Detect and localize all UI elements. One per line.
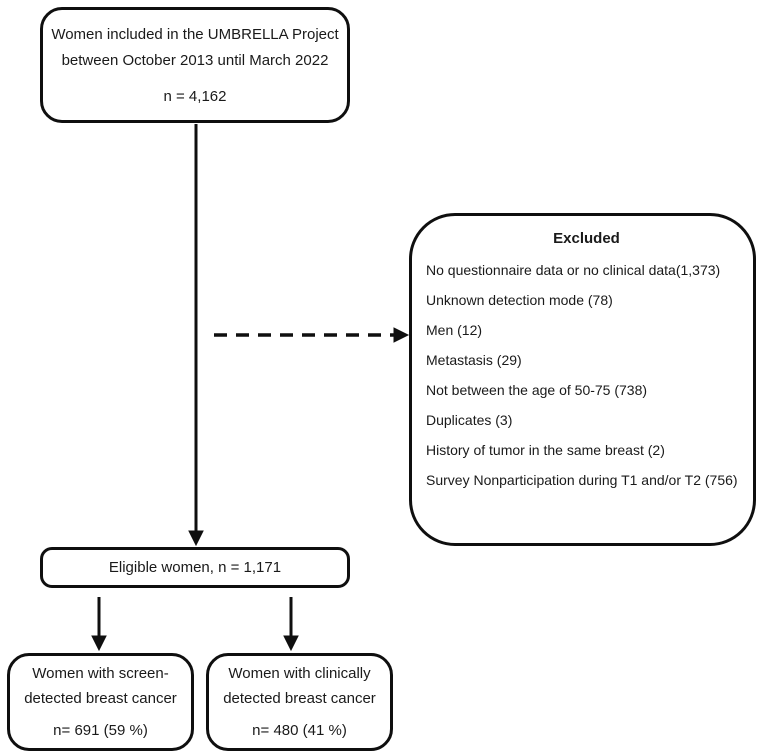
excluded-item: Not between the age of 50-75 (738) xyxy=(426,382,648,398)
clinically-detected-line1: Women with clinically xyxy=(228,665,371,682)
umbrella-project-box: Women included in the UMBRELLA Project b… xyxy=(40,7,350,123)
excluded-item: Duplicates (3) xyxy=(426,412,513,428)
excluded-item: Men (12) xyxy=(426,322,483,338)
clinically-detected-count: n= 480 (41 %) xyxy=(252,722,347,739)
clinically-detected-box: Women with clinically detected breast ca… xyxy=(206,653,393,751)
screen-detected-box: Women with screen- detected breast cance… xyxy=(7,653,194,751)
eligible-women-label: Eligible women, n = 1,171 xyxy=(108,559,282,576)
umbrella-project-count: n = 4,162 xyxy=(163,88,227,105)
excluded-item: No questionnaire data or no clinical dat… xyxy=(426,262,721,278)
screen-detected-line1: Women with screen- xyxy=(32,665,169,682)
excluded-item: Metastasis (29) xyxy=(426,352,522,368)
main-flow-arrowhead-icon xyxy=(188,530,204,547)
screen-detected-count: n= 691 (59 %) xyxy=(53,722,148,739)
excluded-item: History of tumor in the same breast (2) xyxy=(426,442,665,458)
clinically-detected-line2: detected breast cancer xyxy=(223,690,376,707)
umbrella-project-line1: Women included in the UMBRELLA Project xyxy=(51,26,339,43)
screen-detected-line2: detected breast cancer xyxy=(24,690,177,707)
excluded-title: Excluded xyxy=(553,230,620,247)
clinically-detected-arrowhead-icon xyxy=(283,635,299,652)
excluded-items-list: No questionnaire data or no clinical dat… xyxy=(426,261,747,490)
excluded-item: Survey Nonparticipation during T1 and/or… xyxy=(426,472,738,488)
excluded-arrowhead-icon xyxy=(393,327,410,343)
excluded-box: Excluded No questionnaire data or no cli… xyxy=(409,213,756,546)
excluded-item: Unknown detection mode (78) xyxy=(426,292,613,308)
screen-detected-arrowhead-icon xyxy=(91,635,107,652)
umbrella-project-line2: between October 2013 until March 2022 xyxy=(61,52,329,69)
eligible-women-box: Eligible women, n = 1,171 xyxy=(40,547,350,588)
